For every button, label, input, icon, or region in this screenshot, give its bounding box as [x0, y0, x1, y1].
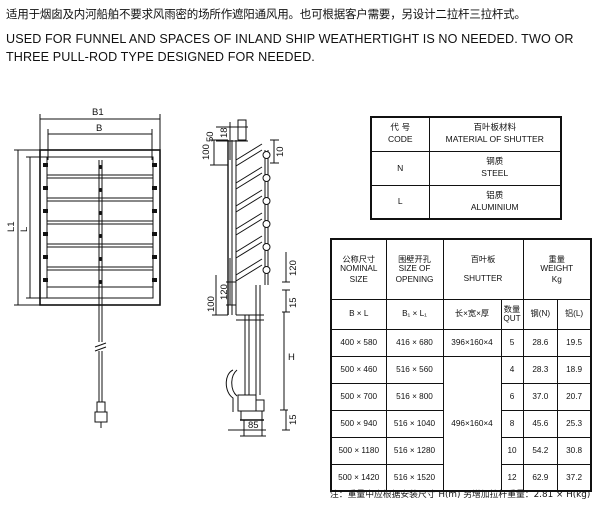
mat-head-code: 代 号 CODE — [370, 116, 430, 152]
label-b: B — [96, 123, 102, 134]
table-row: 500 × 940 516 × 1040 8 45.6 25.3 — [330, 409, 592, 438]
dim-15-upper: 15 — [288, 297, 299, 308]
dim-h: H — [288, 352, 295, 363]
table-row: 400 × 580 416 × 680 396×160×4 5 28.6 19.… — [330, 328, 592, 357]
description-chinese: 适用于烟囱及内河船舶不要求风雨密的场所作遮阳通风用。也可根据客户需要，另设计二拉… — [6, 7, 526, 21]
dim-85: 85 — [248, 420, 259, 431]
table-row: 500 × 1180 516 × 1280 10 54.2 30.8 — [330, 436, 592, 465]
label-l: L — [19, 227, 30, 232]
label-b1: B1 — [92, 107, 104, 118]
spec-table: 公称尺寸 NOMINAL SIZE 围壁开孔 SIZE OF OPENING 百… — [330, 238, 592, 492]
spec-head-size: 公称尺寸 NOMINAL SIZE — [330, 238, 387, 300]
table-row: 500 × 460 516 × 560 496×160×4 4 28.3 18.… — [330, 355, 592, 492]
weight-note: 注：重量中应根据安装尺寸 H(m) 另增加拉杆重量：2.81 × H(kg) — [330, 490, 591, 500]
dim-120-right: 120 — [288, 260, 299, 276]
dim-10: 10 — [275, 146, 286, 157]
spec-head-opening: 围壁开孔 SIZE OF OPENING — [385, 238, 444, 300]
side-view — [210, 119, 290, 437]
front-view — [14, 114, 161, 428]
spec-head-weight: 重量 WEIGHT Kg — [522, 238, 592, 300]
dim-50: 50 — [205, 131, 216, 142]
dim-15-lower: 15 — [288, 414, 299, 425]
dim-100: 100 — [201, 144, 212, 160]
dim-18: 18 — [219, 127, 230, 138]
label-l1: L1 — [6, 221, 17, 232]
table-row: 500 × 700 516 × 800 6 37.0 20.7 — [330, 382, 592, 411]
dim-100-lower: 100 — [206, 296, 217, 312]
mat-head-material: 百叶板材料 MATERIAL OF SHUTTER — [428, 116, 562, 152]
table-row: 500 × 1420 516 × 1520 12 62.9 37.2 — [330, 463, 592, 492]
spec-head-shutter: 百叶板 SHUTTER — [442, 238, 524, 300]
dim-120-left: 120 — [219, 284, 230, 300]
description-english: USED FOR FUNNEL AND SPACES OF INLAND SHI… — [6, 32, 574, 64]
